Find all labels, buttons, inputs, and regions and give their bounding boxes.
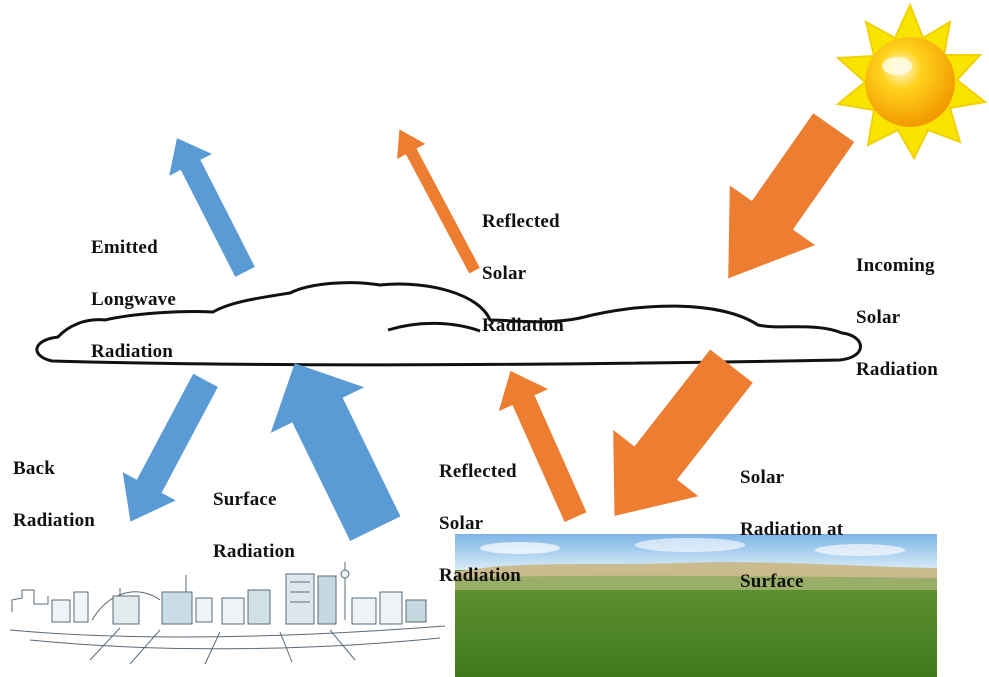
reflected-solar-bottom-label: Reflected Solar Radiation — [439, 461, 522, 586]
reflected-solar-bottom-arrow — [498, 370, 587, 522]
back-radiation-label: Back Radiation — [13, 458, 96, 531]
emitted-longwave-label: Emitted Longwave Radiation — [91, 237, 176, 362]
reflected-solar-top-label: Reflected Solar Radiation — [482, 211, 565, 336]
incoming-solar-label: Incoming Solar Radiation — [856, 255, 939, 380]
surface-radiation-arrow — [270, 363, 401, 541]
surface-radiation-label: Surface Radiation — [213, 489, 296, 562]
emitted-longwave-arrow — [169, 138, 255, 277]
sun-icon — [835, 2, 988, 161]
incoming-solar-arrow — [728, 113, 855, 279]
city-skyline-sketch — [9, 562, 446, 665]
solar-at-surface-label: Solar Radiation at Surface — [740, 467, 844, 592]
grass-field-photo — [455, 534, 937, 677]
reflected-solar-top-arrow — [397, 129, 480, 274]
solar-at-surface-arrow — [613, 349, 753, 516]
cloud-inner-curve — [387, 321, 481, 333]
back-radiation-arrow — [122, 373, 218, 522]
